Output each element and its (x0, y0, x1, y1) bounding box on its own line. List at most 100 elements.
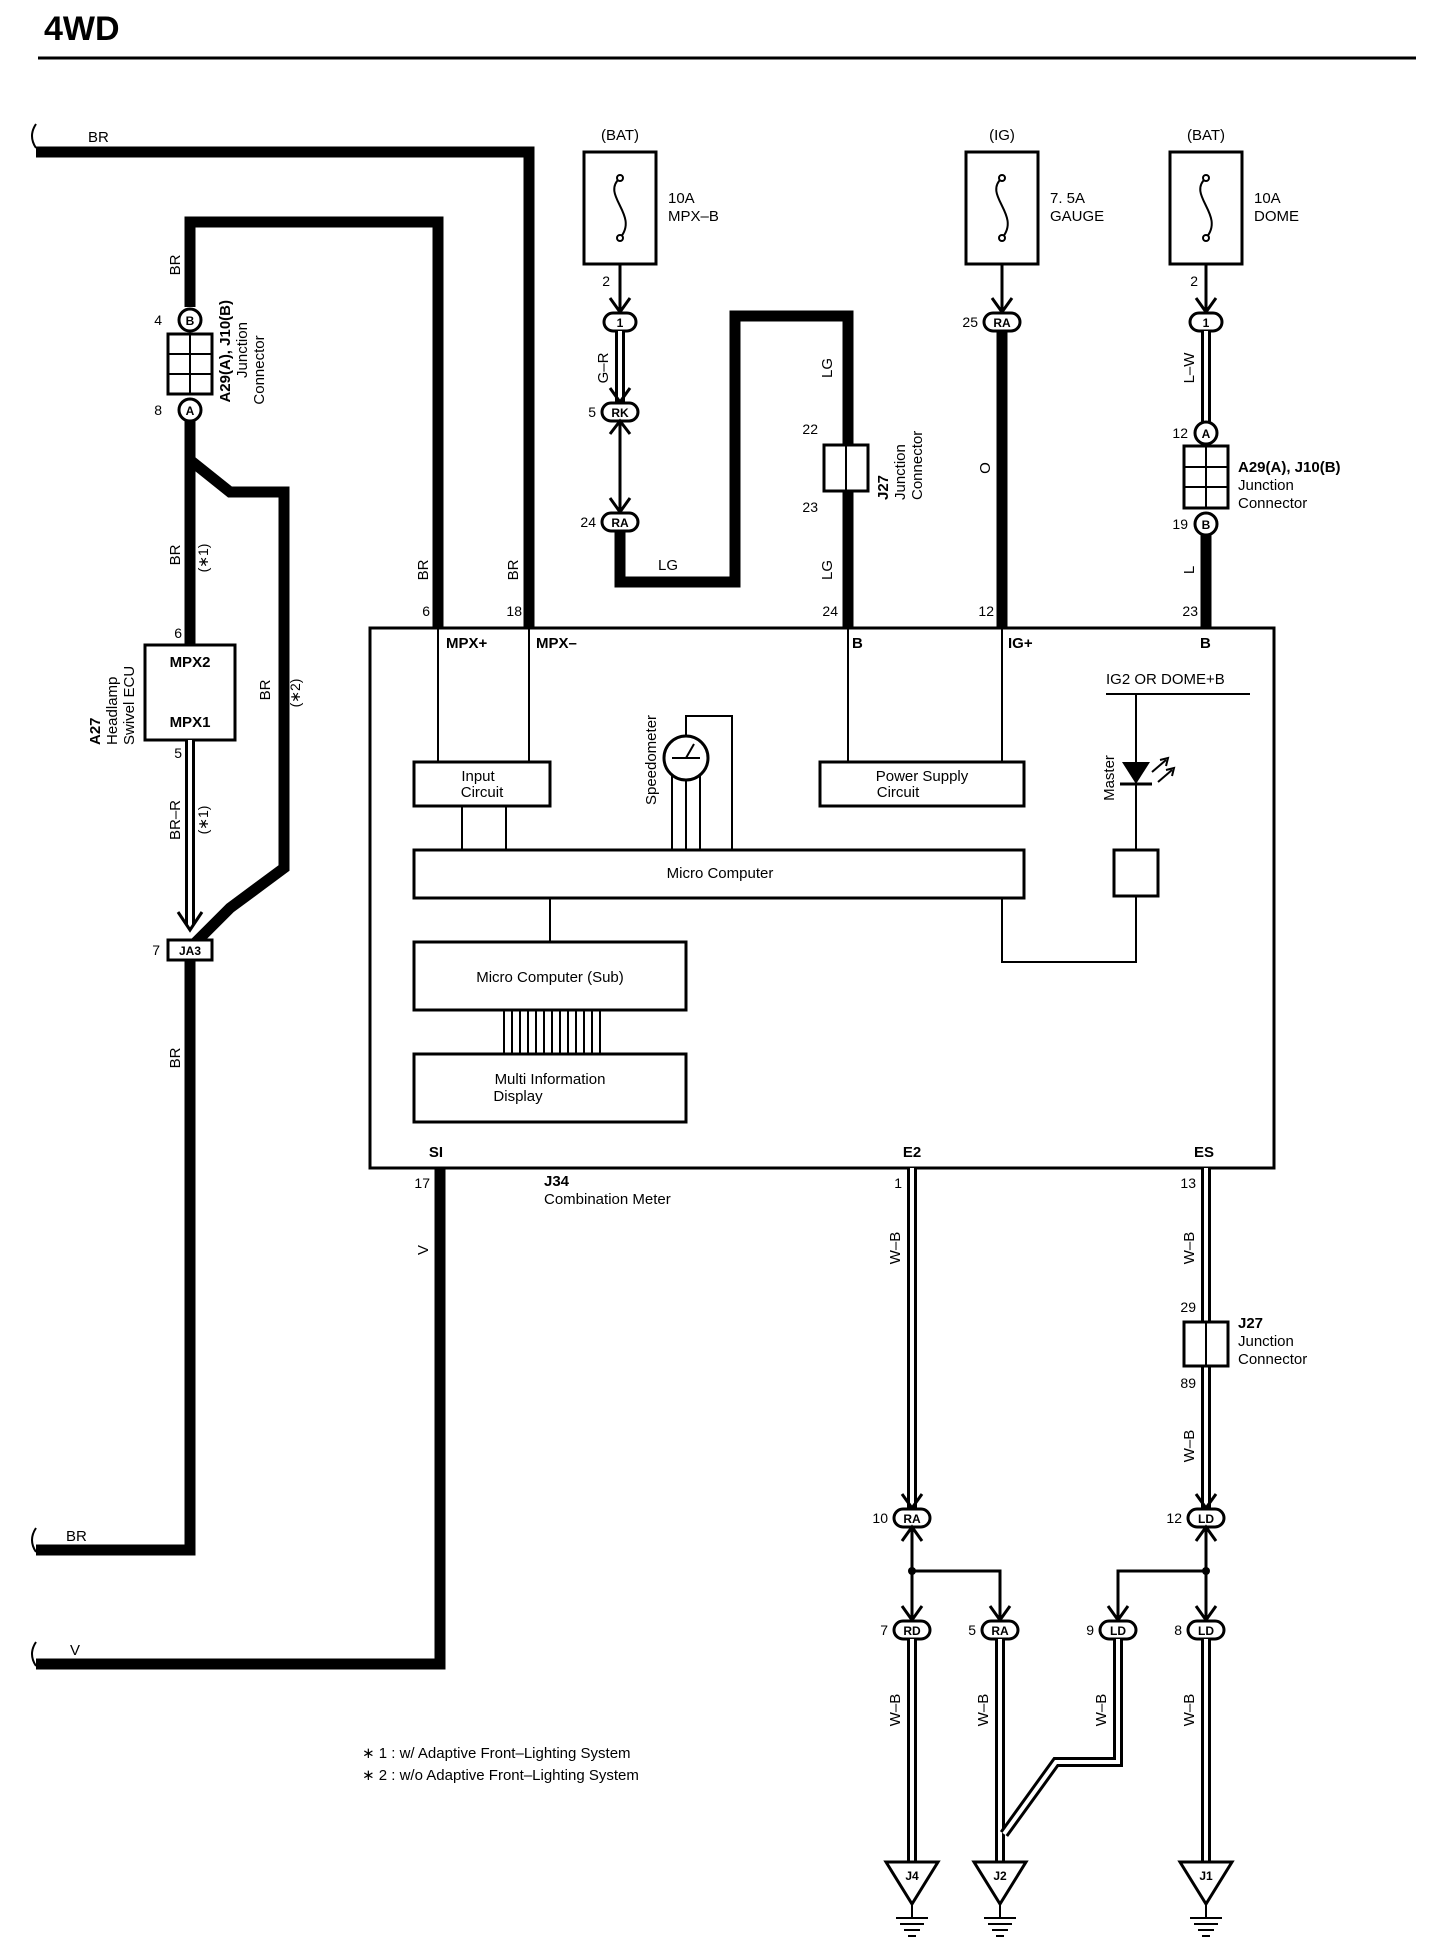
svg-text:Junction: Junction (1238, 477, 1294, 494)
svg-text:A27: A27 (87, 717, 104, 745)
meter-code: J34 (544, 1173, 570, 1190)
svg-text:5: 5 (588, 404, 596, 420)
svg-text:1: 1 (894, 1175, 902, 1191)
svg-text:4: 4 (154, 312, 162, 328)
svg-text:GAUGE: GAUGE (1050, 208, 1104, 225)
svg-text:MPX+: MPX+ (446, 635, 488, 652)
svg-text:6: 6 (422, 603, 430, 619)
svg-text:MPX–: MPX– (536, 635, 577, 652)
fuse-dome: (BAT) 10A DOME 2 (1168, 127, 1299, 289)
svg-text:Micro Computer (Sub): Micro Computer (Sub) (476, 969, 624, 986)
svg-text:(∗1): (∗1) (195, 806, 211, 835)
wire-w-b-es: 13 W–B 29 89 W–B LD 12 (1116, 1168, 1226, 1620)
svg-text:B: B (1200, 635, 1211, 652)
pin-17: 17 (414, 1175, 430, 1191)
ja3-connector: JA3 7 BR (152, 938, 214, 1068)
svg-text:L–W: L–W (1181, 352, 1198, 384)
svg-text:V: V (70, 1642, 80, 1659)
svg-text:BR: BR (66, 1528, 87, 1545)
svg-text:12: 12 (978, 603, 994, 619)
svg-text:A: A (186, 404, 195, 418)
wire-v-label: V (415, 1245, 432, 1255)
svg-text:(IG): (IG) (989, 127, 1015, 144)
svg-text:JA3: JA3 (179, 944, 201, 958)
wire-l-w: 1 L–W (1181, 264, 1224, 422)
svg-text:1: 1 (617, 316, 624, 330)
fuse-gauge: (IG) 7. 5A GAUGE (964, 127, 1104, 266)
svg-text:Junction: Junction (234, 322, 251, 378)
wire-br-r: BR–R (∗1) (167, 740, 211, 933)
svg-text:J4: J4 (905, 1869, 919, 1883)
svg-text:Master: Master (1101, 755, 1118, 801)
svg-text:W–B: W–B (1181, 1232, 1198, 1265)
svg-text:BR: BR (257, 679, 274, 700)
svg-text:LG: LG (819, 560, 836, 580)
meter-name: Combination Meter (544, 1191, 671, 1208)
wire-br-label-6: BR (415, 559, 432, 580)
svg-text:E2: E2 (903, 1144, 921, 1161)
svg-text:BR: BR (167, 254, 184, 275)
svg-text:24: 24 (822, 603, 838, 619)
svg-text:LG: LG (819, 358, 836, 378)
svg-text:Multi Information: Multi Information (495, 1071, 606, 1088)
master-led-icon (1120, 756, 1176, 786)
data-bus (503, 1010, 601, 1054)
a29-connector-left: B A 4 8 A29(A), J10(B) Junction Connecto… (154, 254, 268, 423)
svg-text:Connector: Connector (1238, 495, 1307, 512)
speedometer-icon (662, 715, 733, 850)
svg-text:A: A (1202, 427, 1211, 441)
wire-w-b-e2: 1 W–B RA 10 (872, 1168, 1002, 1620)
svg-text:(∗1): (∗1) (195, 544, 211, 573)
svg-text:O: O (977, 462, 994, 474)
svg-text:Connector: Connector (909, 431, 926, 500)
svg-text:J27: J27 (875, 475, 892, 500)
svg-text:13: 13 (1180, 1175, 1196, 1191)
svg-text:LD: LD (1110, 1624, 1126, 1638)
wire-w-b-rd: RD 7 W–B (880, 1605, 932, 1862)
svg-text:5: 5 (174, 745, 182, 761)
wire-br-top: BR (31, 123, 535, 629)
svg-text:Connector: Connector (251, 335, 268, 404)
wire-g-r: 1 G–R RK 5 RA 24 (580, 264, 640, 533)
svg-text:19: 19 (1172, 516, 1188, 532)
svg-text:W–B: W–B (887, 1232, 904, 1265)
wire-br-label-18: BR (505, 559, 522, 580)
svg-text:10A: 10A (668, 190, 695, 207)
svg-text:W–B: W–B (1181, 1430, 1198, 1463)
svg-text:18: 18 (506, 603, 522, 619)
svg-text:(BAT): (BAT) (1187, 127, 1225, 144)
svg-text:Micro Computer: Micro Computer (667, 865, 774, 882)
svg-text:Connector: Connector (1238, 1351, 1307, 1368)
svg-text:Junction: Junction (892, 444, 909, 500)
svg-text:B: B (852, 635, 863, 652)
svg-text:BR: BR (167, 544, 184, 565)
svg-text:MPX–B: MPX–B (668, 208, 719, 225)
svg-text:Junction: Junction (1238, 1333, 1294, 1350)
svg-text:B: B (1202, 518, 1211, 532)
svg-text:J1: J1 (1199, 1869, 1213, 1883)
svg-text:W–B: W–B (975, 1694, 992, 1727)
svg-text:L: L (1181, 566, 1198, 574)
svg-text:1: 1 (1203, 316, 1210, 330)
svg-text:RK: RK (611, 406, 629, 420)
svg-text:IG+: IG+ (1008, 635, 1033, 652)
combination-meter: 6 18 24 12 23 MPX+ MPX– B IG+ B IG2 OR D… (368, 603, 1276, 1170)
svg-text:LG: LG (658, 557, 678, 574)
diagram-title: 4WD (44, 10, 120, 48)
svg-text:12: 12 (1172, 425, 1188, 441)
svg-text:Display: Display (493, 1088, 543, 1105)
svg-text:5: 5 (968, 1622, 976, 1638)
svg-text:29: 29 (1180, 1299, 1196, 1315)
wire-br-star1: BR (∗1) BR (∗2) (167, 421, 303, 952)
svg-text:RD: RD (903, 1624, 921, 1638)
wire-lg: LG LG LG (614, 310, 854, 629)
svg-text:A29(A), J10(B): A29(A), J10(B) (1238, 459, 1341, 476)
wire-o: RA 25 O (962, 264, 1022, 629)
wire-w-b-ld8: LD 8 W–B (1174, 1605, 1226, 1862)
svg-text:10: 10 (872, 1510, 888, 1526)
wire-br-lower: BR (31, 955, 196, 1556)
svg-text:9: 9 (1086, 1622, 1094, 1638)
svg-text:10A: 10A (1254, 190, 1281, 207)
ground-j4: J4 (883, 1860, 941, 1937)
